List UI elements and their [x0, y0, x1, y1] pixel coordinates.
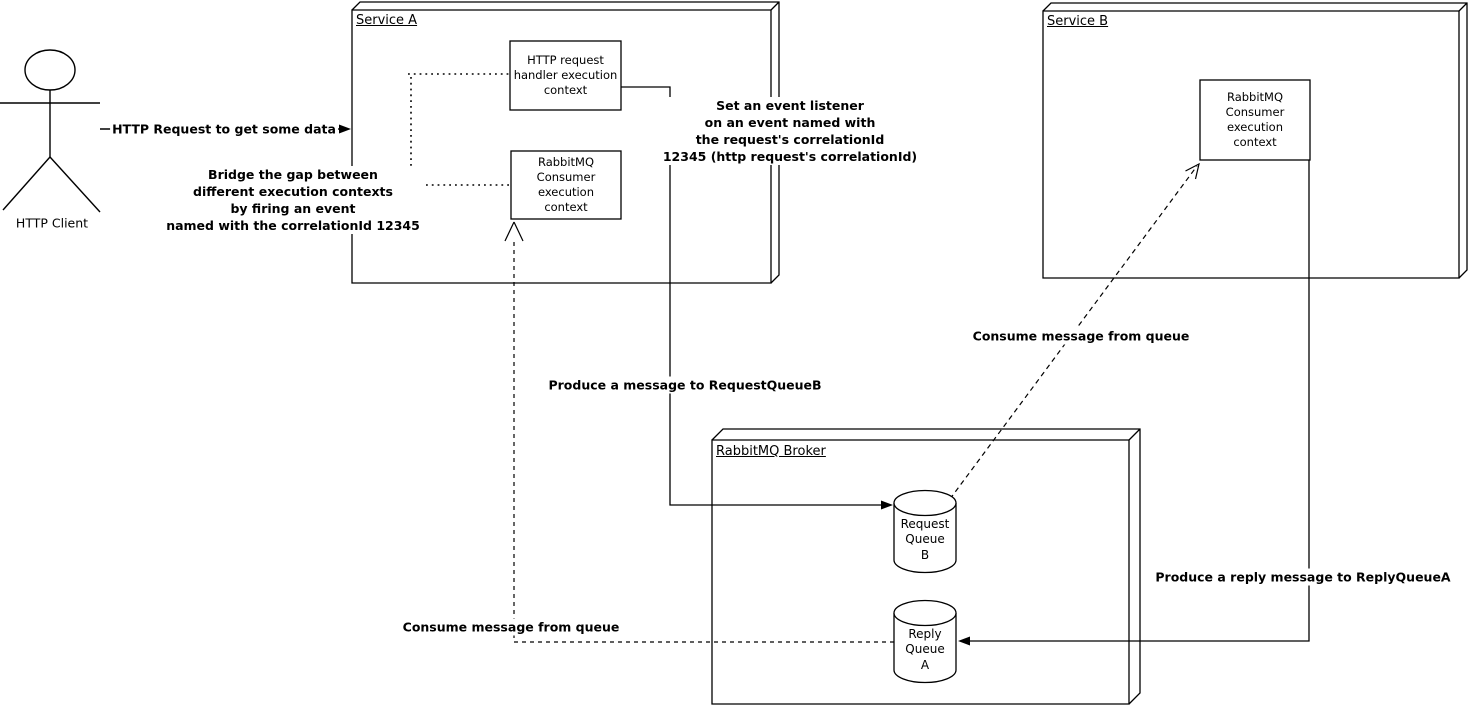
service-b-title: Service B	[1047, 14, 1109, 29]
event-dotted-edge	[408, 73, 510, 186]
broker-title: RabbitMQ Broker	[716, 444, 826, 459]
actor-figure	[0, 49, 101, 213]
consumer-a-label: RabbitMQ Consumer execution context	[536, 155, 596, 214]
open-arrowhead	[1185, 162, 1200, 180]
arrowhead	[958, 636, 970, 646]
consumer-b-box	[1199, 79, 1311, 161]
consumer-b-label: RabbitMQ Consumer execution context	[1225, 90, 1285, 149]
consume-queue-a-edge	[504, 221, 894, 643]
service-a-title: Service A	[356, 13, 418, 28]
request-queue-cylinder	[893, 489, 957, 574]
produce-reply-label: Produce a reply message to ReplyQueueA	[1153, 568, 1453, 586]
open-arrowhead	[504, 221, 524, 242]
arrowhead	[881, 500, 893, 510]
http-handler-label: HTTP request handler execution context	[513, 53, 618, 97]
consume-upper-label: Consume message from queue	[970, 327, 1192, 345]
http-request-label: HTTP Request to get some data	[110, 120, 338, 138]
reply-queue-cylinder	[893, 599, 957, 684]
consume-lower-label: Consume message from queue	[400, 618, 622, 636]
produce-request-label: Produce a message to RequestQueueB	[546, 376, 824, 394]
listener-note: Set an event listener on an event named …	[660, 97, 920, 165]
produce-request-edge	[621, 86, 893, 510]
request-queue-label: Request Queue B	[900, 516, 950, 562]
arrowhead	[339, 124, 351, 134]
actor-label: HTTP Client	[15, 215, 89, 231]
consumer-a-box	[510, 150, 622, 220]
bridge-note: Bridge the gap between different executi…	[164, 166, 422, 234]
produce-reply-edge	[958, 160, 1310, 646]
http-handler-box	[509, 40, 622, 111]
reply-queue-label: Reply Queue A	[905, 626, 945, 672]
